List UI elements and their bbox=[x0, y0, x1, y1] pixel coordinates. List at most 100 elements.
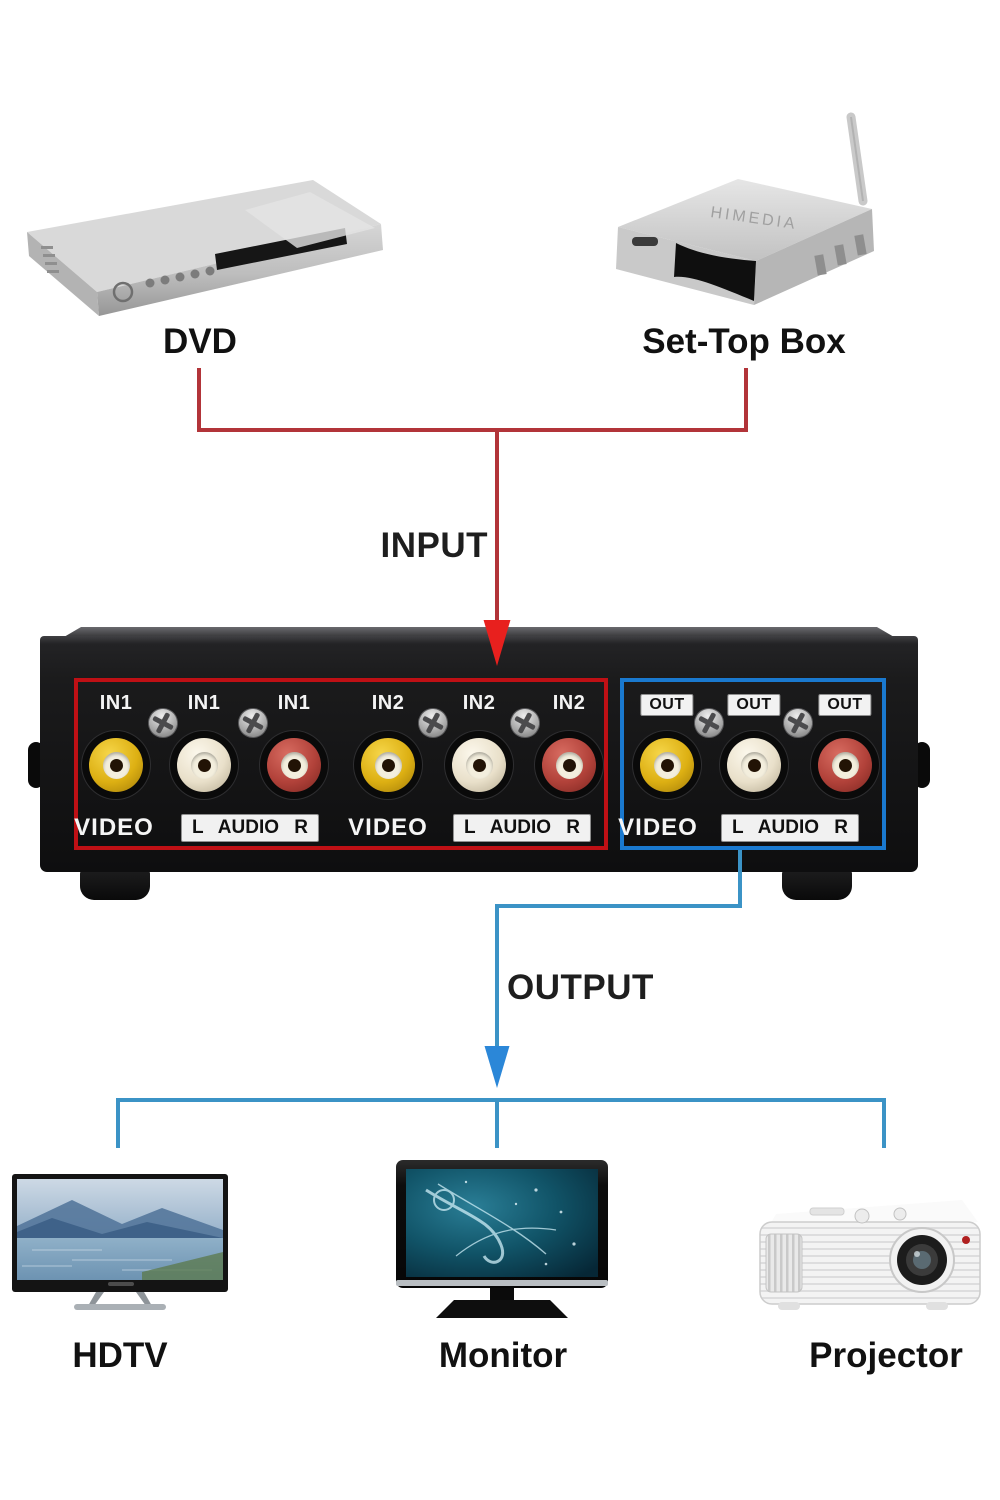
jack-hole bbox=[287, 758, 301, 772]
port-label: IN2 bbox=[371, 692, 405, 714]
port-label: IN1 bbox=[277, 692, 311, 714]
jack-ring bbox=[280, 751, 308, 779]
output-drop-monitor bbox=[495, 1098, 499, 1148]
rca-jack-red bbox=[542, 738, 596, 792]
jack-hole bbox=[197, 758, 211, 772]
jack-hole bbox=[472, 758, 486, 772]
output-zone-outline bbox=[620, 678, 886, 850]
monitor-label: Monitor bbox=[438, 1336, 568, 1375]
port-label-tag: OUT bbox=[727, 694, 781, 716]
dvd-vents bbox=[41, 246, 59, 273]
jack-ring bbox=[555, 751, 583, 779]
rca-jack-white bbox=[452, 738, 506, 792]
screen-sparkles bbox=[464, 1180, 576, 1266]
jack-hole bbox=[660, 758, 674, 772]
port-label: IN1 bbox=[187, 692, 221, 714]
input-line-dvd-drop bbox=[197, 368, 201, 430]
audio-label-tag: L AUDIO R bbox=[180, 814, 320, 842]
projector-feet bbox=[778, 1302, 948, 1310]
shore bbox=[142, 1252, 223, 1280]
tv-logo-strip bbox=[108, 1282, 134, 1286]
projector-grille bbox=[765, 1233, 803, 1293]
output-drop-hdtv bbox=[116, 1098, 120, 1148]
jack-column-in1-video: IN1 bbox=[71, 636, 161, 872]
jack-ring bbox=[653, 751, 681, 779]
rca-jack-yellow bbox=[640, 738, 694, 792]
jack-ring bbox=[465, 751, 493, 779]
input-caption: INPUT bbox=[380, 526, 488, 565]
jack-ring bbox=[831, 751, 859, 779]
video-label: VIDEO bbox=[74, 814, 154, 841]
jack-ring bbox=[102, 751, 130, 779]
hdtv-label: HDTV bbox=[72, 1336, 168, 1375]
video-label: VIDEO bbox=[348, 814, 428, 841]
jack-column-in2-audio-l: IN2 bbox=[434, 636, 524, 872]
projector-ir-sensor bbox=[962, 1236, 970, 1244]
projector-image bbox=[759, 1200, 981, 1310]
rca-jack-red bbox=[267, 738, 321, 792]
jack-hole bbox=[747, 758, 761, 772]
stb-usb-ports bbox=[814, 234, 867, 276]
jack-column-out-video: OUT bbox=[622, 636, 712, 872]
output-arrow-icon bbox=[484, 1046, 510, 1088]
jack-hole bbox=[562, 758, 576, 772]
dvd-player-image bbox=[27, 180, 383, 316]
output-caption: OUTPUT bbox=[507, 968, 654, 1007]
jack-column-out-audio-r: OUT bbox=[800, 636, 890, 872]
jack-column-in2-audio-r: IN2 bbox=[524, 636, 614, 872]
audio-label-tag: L AUDIO R bbox=[720, 814, 860, 842]
projector-lens bbox=[889, 1227, 955, 1293]
jack-ring bbox=[190, 751, 218, 779]
dvd-power-button bbox=[112, 281, 134, 303]
input-zone-outline bbox=[74, 678, 608, 850]
jack-column-in1-audio-r: IN1 bbox=[249, 636, 339, 872]
dvd-buttons bbox=[145, 266, 215, 288]
port-label: IN2 bbox=[462, 692, 496, 714]
rca-jack-red bbox=[818, 738, 872, 792]
output-drop-projector bbox=[882, 1098, 886, 1148]
jack-ring bbox=[374, 751, 402, 779]
jack-hole bbox=[381, 758, 395, 772]
video-label: VIDEO bbox=[618, 814, 698, 841]
stb-label: Set-Top Box bbox=[642, 322, 846, 361]
rca-jack-white bbox=[177, 738, 231, 792]
screen-swirl bbox=[425, 1183, 557, 1264]
dvd-disc-tray bbox=[245, 192, 375, 248]
jack-column-out-audio-l: OUT bbox=[709, 636, 799, 872]
input-line-stb-drop bbox=[744, 368, 748, 430]
tv-stand bbox=[74, 1292, 166, 1310]
port-label: IN1 bbox=[99, 692, 133, 714]
input-line-vertical bbox=[495, 428, 499, 626]
av-switch-box: IN1 IN1 IN1 IN2 IN2 IN2 OUT OUT bbox=[40, 636, 918, 872]
stb-antenna bbox=[846, 112, 868, 206]
switch-box-right-knob bbox=[914, 742, 930, 788]
output-line-box-drop bbox=[738, 850, 742, 908]
rca-jack-yellow bbox=[361, 738, 415, 792]
jack-column-in2-video: IN2 bbox=[343, 636, 433, 872]
output-line-vertical bbox=[495, 904, 499, 1050]
jack-ring bbox=[740, 751, 768, 779]
rca-jack-white bbox=[727, 738, 781, 792]
stb-front-display bbox=[632, 237, 658, 246]
projector-top-buttons bbox=[809, 1207, 907, 1224]
port-label: IN2 bbox=[552, 692, 586, 714]
output-bus-line bbox=[116, 1098, 886, 1102]
jack-hole bbox=[109, 758, 123, 772]
monitor-image bbox=[396, 1160, 608, 1318]
rca-jack-yellow bbox=[89, 738, 143, 792]
port-label-tag: OUT bbox=[818, 694, 872, 716]
input-line-horizontal bbox=[197, 428, 748, 432]
port-label-tag: OUT bbox=[640, 694, 694, 716]
monitor-stand bbox=[436, 1288, 568, 1318]
hdtv-image bbox=[12, 1174, 228, 1310]
projector-label: Projector bbox=[809, 1336, 963, 1375]
stb-front-opening bbox=[674, 243, 756, 301]
switch-box-left-foot bbox=[80, 868, 150, 900]
set-top-box-image: HIMEDIA bbox=[616, 112, 874, 305]
audio-label-tag: L AUDIO R bbox=[452, 814, 592, 842]
output-line-horizontal bbox=[495, 904, 742, 908]
switch-box-right-foot bbox=[782, 868, 852, 900]
jack-hole bbox=[838, 758, 852, 772]
switch-box-top-edge bbox=[62, 627, 896, 638]
